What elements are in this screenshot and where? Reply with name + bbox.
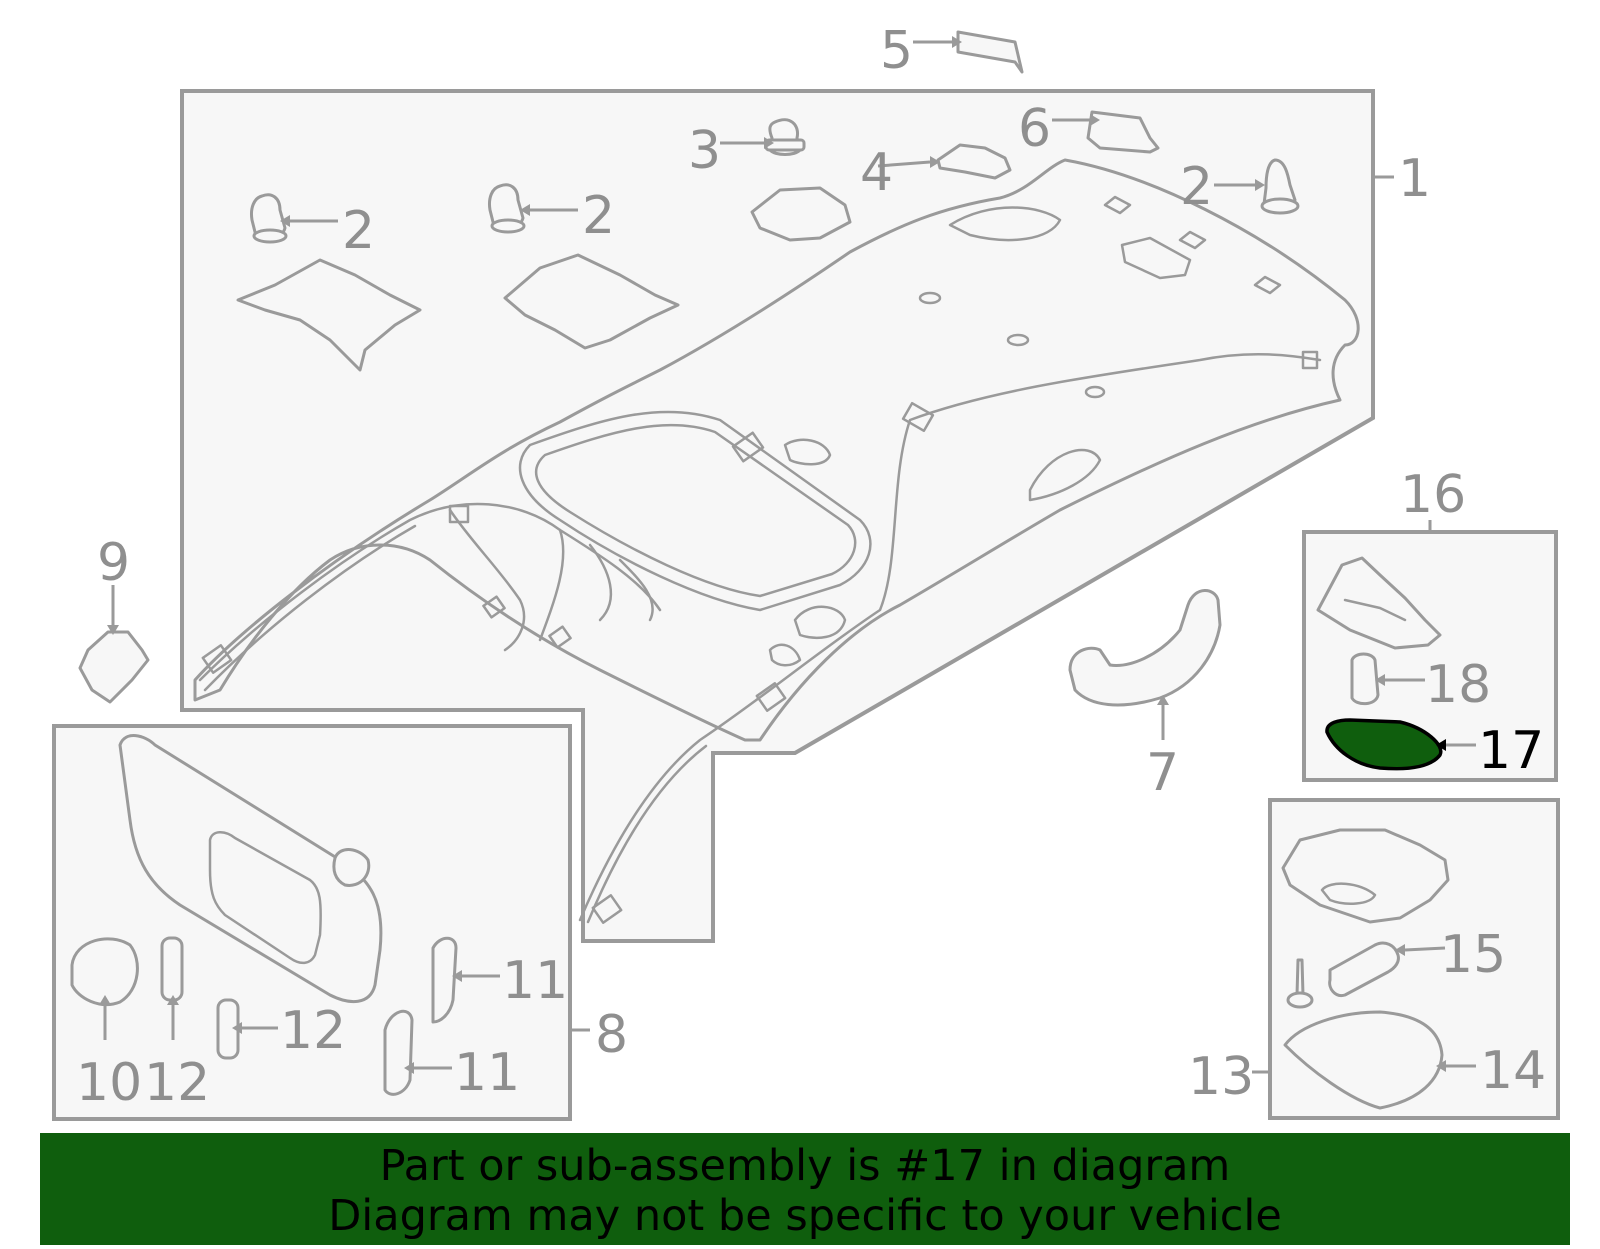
visor-pivot — [332, 848, 371, 887]
part-3-retainer — [764, 118, 806, 156]
screw — [1286, 958, 1314, 1009]
callout-16: 16 — [1400, 465, 1466, 525]
vanity-mirror — [208, 831, 322, 965]
callout-2-left: 2 — [342, 201, 375, 261]
callout-8: 8 — [595, 1005, 628, 1065]
part-13-dome-lamp — [1281, 828, 1450, 924]
part-17-lens-highlighted — [1325, 718, 1443, 771]
callout-1: 1 — [1398, 149, 1431, 209]
part-2-clip-left — [250, 193, 288, 244]
bracket-mid — [503, 253, 680, 350]
callout-15: 15 — [1440, 925, 1506, 985]
callout-9: 9 — [97, 533, 130, 593]
part-11-cover-lower — [383, 1009, 414, 1096]
callout-7: 7 — [1146, 743, 1179, 803]
part-9-hook — [78, 630, 150, 704]
bracket-left — [236, 258, 422, 372]
part-16-map-lamp — [1316, 556, 1442, 650]
callout-4: 4 — [860, 143, 893, 203]
part-7-grab-handle — [1068, 589, 1222, 707]
part-11-cover-upper — [431, 936, 458, 1024]
callout-3: 3 — [688, 121, 721, 181]
callout-14: 14 — [1480, 1041, 1546, 1101]
part-2-clip-mid — [488, 183, 526, 234]
part-15-bulb — [1328, 941, 1400, 998]
map-lamp-detail — [1343, 598, 1407, 622]
dome-lamp-lens-opening — [1320, 882, 1377, 905]
part-12-pin-upper — [160, 936, 184, 1002]
callout-10: 10 — [76, 1053, 142, 1113]
bracket-upper — [750, 186, 852, 242]
callout-11-lower: 11 — [454, 1043, 520, 1103]
banner-line-2: Diagram may not be specific to your vehi… — [328, 1191, 1282, 1241]
callout-13: 13 — [1188, 1047, 1254, 1107]
part-5-bracket — [956, 30, 1024, 74]
callout-18: 18 — [1425, 655, 1491, 715]
part-2-clip-right — [1260, 158, 1300, 215]
leader-lines — [99, 36, 1476, 1074]
part-6-handle-cover — [1086, 110, 1160, 154]
callout-11-upper: 11 — [502, 951, 568, 1011]
part-10-visor-clip — [70, 937, 139, 1007]
part-18-bulb — [1350, 652, 1380, 706]
callout-12-left: 12 — [144, 1053, 210, 1113]
sun-visor — [118, 734, 383, 1004]
callout-6: 6 — [1018, 99, 1051, 159]
part-4-clip — [936, 143, 1012, 180]
callout-5: 5 — [880, 21, 913, 81]
info-banner: Part or sub-assembly is #17 in diagram D… — [40, 1133, 1570, 1245]
callout-2-mid: 2 — [582, 186, 615, 246]
callout-2-right: 2 — [1180, 157, 1213, 217]
banner-line-1: Part or sub-assembly is #17 in diagram — [379, 1141, 1231, 1191]
callout-12-right: 12 — [280, 1001, 346, 1061]
headliner-panel — [193, 158, 1360, 924]
callout-17: 17 — [1478, 721, 1544, 781]
part-14-dome-lens — [1283, 1010, 1444, 1110]
